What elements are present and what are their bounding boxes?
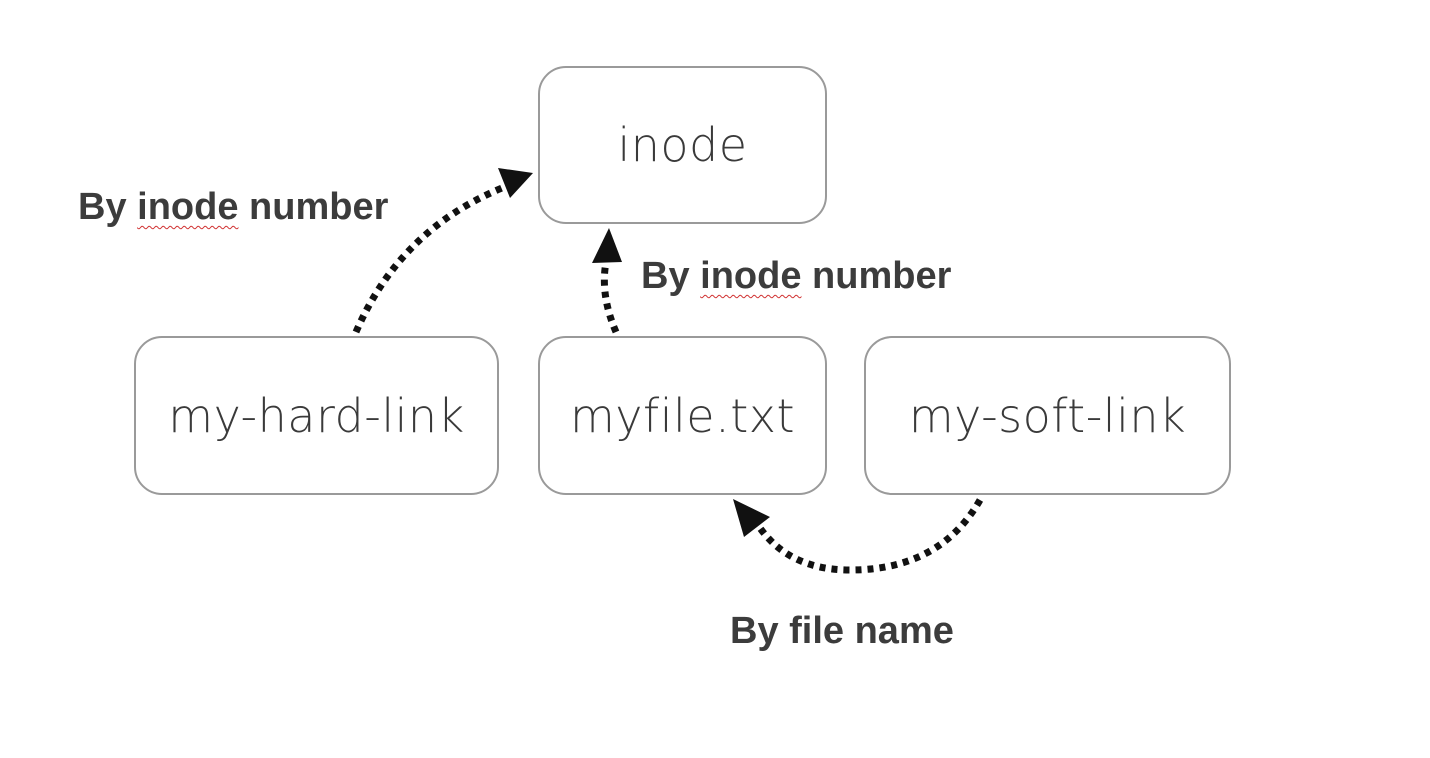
hard-link-node: my-hard-link [134,336,499,495]
hard-link-edge-label-prefix: By [78,186,138,228]
file-edge-label-prefix: By [641,255,701,297]
file-node: myfile.txt [538,336,827,495]
hard-link-edge-label-word: inode [137,186,239,228]
file-edge-label-suffix: number [801,255,952,297]
hard-link-edge-label-suffix: number [238,186,389,228]
soft-link-node-label: my-soft-link [908,388,1187,443]
file-edge-label-word: inode [700,255,802,297]
file-node-label: myfile.txt [569,388,795,443]
soft-link-edge-label: By file name [730,610,954,653]
inode-node-label: inode [617,118,748,172]
arrowhead-hard-link-to-inode [498,168,533,198]
arrowhead-file-to-inode [592,228,622,263]
soft-link-edge-label-text: By file name [730,610,954,652]
file-edge-label: By inode number [641,255,951,298]
hard-link-edge-label: By inode number [78,186,388,229]
arrow-file-to-inode [600,261,620,334]
inode-node: inode [538,66,827,224]
arrow-soft-link-to-file [757,498,984,574]
soft-link-node: my-soft-link [864,336,1231,495]
hard-link-node-label: my-hard-link [168,388,465,443]
arrowhead-soft-link-to-file [733,499,770,537]
